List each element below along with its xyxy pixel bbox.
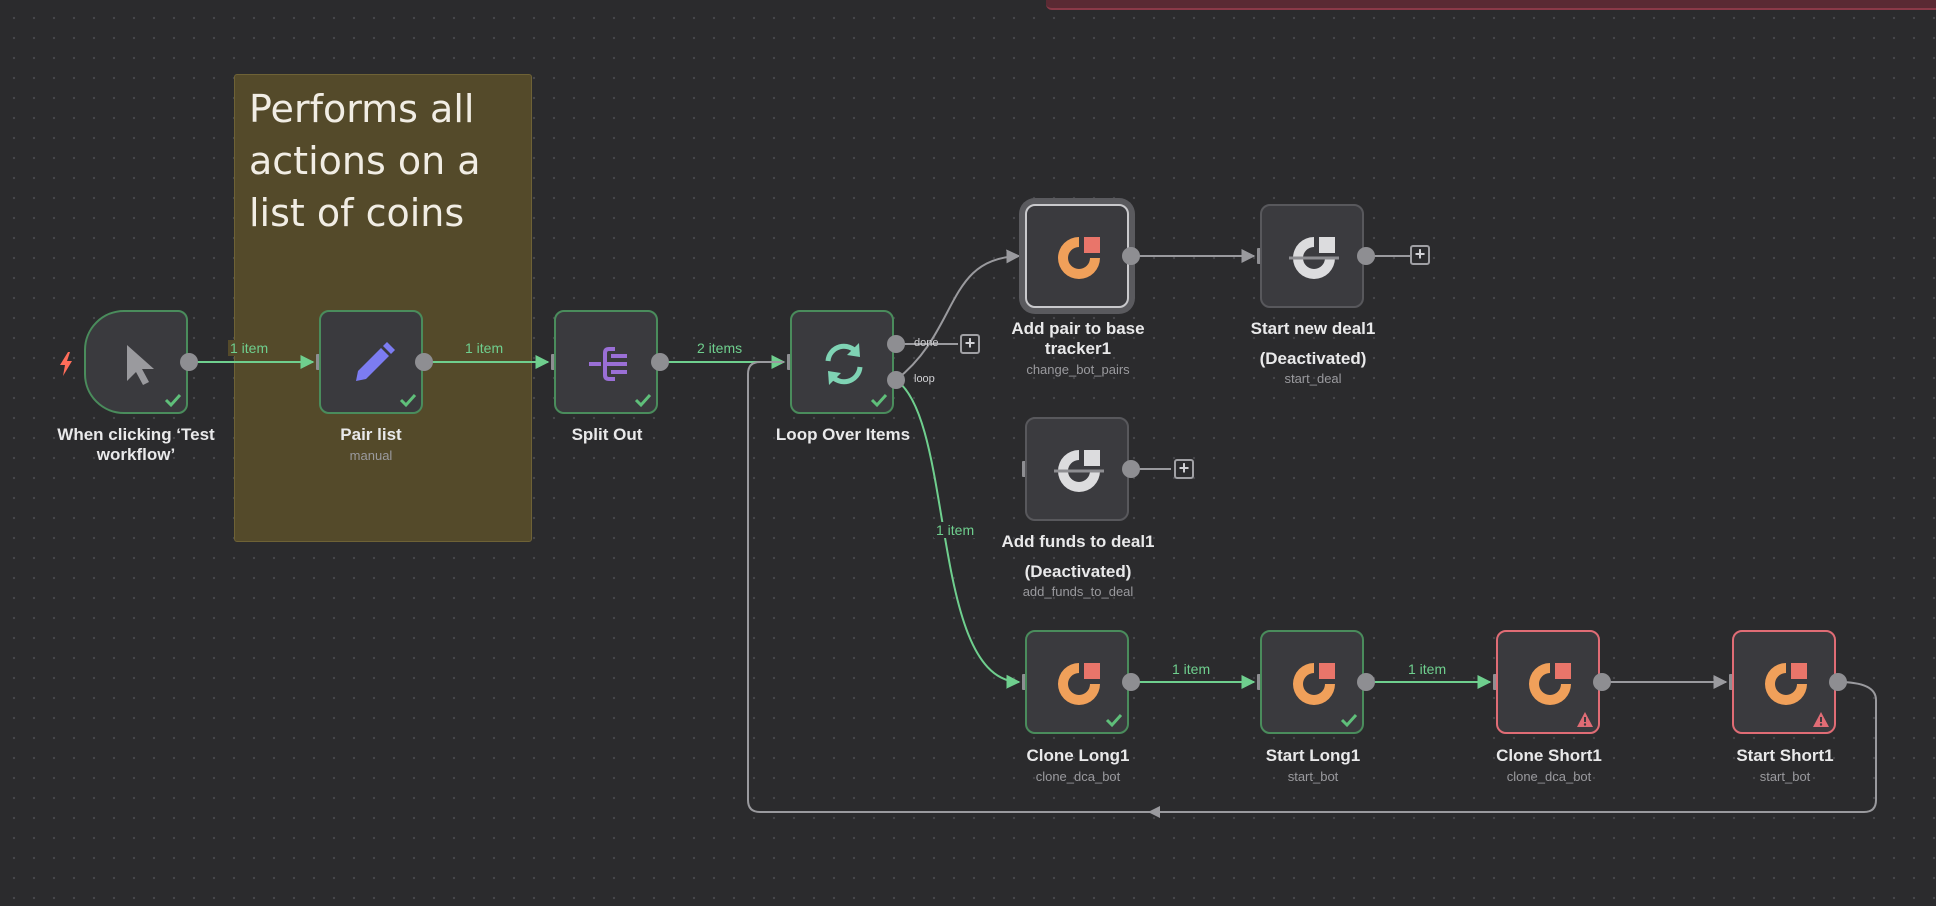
node-title: Clone Short1 bbox=[1496, 746, 1602, 765]
node-clone-short[interactable] bbox=[1496, 630, 1600, 734]
output-port[interactable] bbox=[180, 353, 198, 371]
check-icon bbox=[1340, 713, 1358, 728]
edge-loop-clonelong bbox=[895, 379, 1021, 689]
node-clone-long[interactable] bbox=[1025, 630, 1129, 734]
output-port-done[interactable] bbox=[887, 335, 905, 353]
node-trigger-label: When clicking ‘Test workflow’ bbox=[46, 425, 226, 465]
node-subtitle: start_deal bbox=[1284, 371, 1342, 386]
top-banner bbox=[1046, 0, 1936, 10]
check-icon bbox=[399, 393, 417, 408]
node-add-funds[interactable] bbox=[1025, 417, 1129, 521]
node-title-line2: tracker1 bbox=[1044, 339, 1112, 358]
node-subtitle: manual bbox=[349, 448, 393, 463]
port-label-loop: loop bbox=[914, 373, 935, 385]
3commas-icon bbox=[1058, 663, 1100, 705]
node-start-long[interactable] bbox=[1260, 630, 1364, 734]
output-port[interactable] bbox=[415, 353, 433, 371]
edge-startshort-back-to-loop bbox=[747, 361, 1877, 813]
check-icon bbox=[1105, 713, 1123, 728]
warning-icon bbox=[1813, 712, 1829, 727]
node-title: Start Long1 bbox=[1265, 746, 1361, 765]
node-title: Add pair to base bbox=[1011, 319, 1145, 338]
3commas-icon bbox=[1058, 237, 1100, 279]
sticky-note[interactable]: Performs all actions on a list of coins bbox=[234, 74, 532, 542]
output-port[interactable] bbox=[1122, 673, 1140, 691]
node-add-pair[interactable] bbox=[1025, 204, 1129, 308]
edge-label: 1 item bbox=[228, 340, 271, 356]
node-subtitle: clone_dca_bot bbox=[1506, 769, 1592, 784]
edge-label: 1 item bbox=[1406, 661, 1449, 677]
node-start-short[interactable] bbox=[1732, 630, 1836, 734]
node-trigger[interactable] bbox=[84, 310, 188, 414]
node-add-pair-label: Add pair to base tracker1 bbox=[988, 319, 1168, 359]
output-port[interactable] bbox=[1122, 247, 1140, 265]
sticky-line: actions on a bbox=[249, 139, 481, 183]
split-icon bbox=[589, 347, 627, 381]
cursor-icon bbox=[127, 345, 154, 385]
node-title: Start Short1 bbox=[1736, 746, 1834, 765]
3commas-icon bbox=[1293, 663, 1335, 705]
back-edge-arrow bbox=[1148, 806, 1160, 818]
output-port[interactable] bbox=[1593, 673, 1611, 691]
trigger-bolt-icon bbox=[60, 352, 72, 376]
check-icon bbox=[870, 393, 888, 408]
node-status-deactivated: (Deactivated) bbox=[1024, 562, 1132, 581]
node-title: Split Out bbox=[571, 425, 643, 444]
port-label-done: done bbox=[914, 337, 939, 349]
sticky-note-text: Performs all actions on a list of coins bbox=[249, 83, 519, 239]
node-title: Add funds to deal1 bbox=[1001, 532, 1155, 551]
output-port-loop[interactable] bbox=[887, 371, 905, 389]
sticky-line: Performs all bbox=[249, 87, 475, 131]
output-port[interactable] bbox=[651, 353, 669, 371]
node-subtitle: change_bot_pairs bbox=[1026, 362, 1130, 377]
edge-loop-addpair bbox=[895, 249, 1021, 381]
node-loop-over-items[interactable] bbox=[790, 310, 894, 414]
node-title: When clicking ‘Test bbox=[57, 425, 215, 444]
pencil-icon bbox=[356, 342, 395, 381]
node-title-line2: workflow’ bbox=[96, 445, 176, 464]
node-start-new-deal[interactable] bbox=[1260, 204, 1364, 308]
3commas-icon bbox=[1054, 450, 1104, 492]
edge-label: 2 items bbox=[695, 340, 745, 356]
warning-icon bbox=[1577, 712, 1593, 727]
node-status-deactivated: (Deactivated) bbox=[1259, 349, 1367, 368]
node-subtitle: clone_dca_bot bbox=[1035, 769, 1121, 784]
node-title: Loop Over Items bbox=[775, 425, 911, 444]
loop-icon bbox=[825, 343, 863, 385]
output-port[interactable] bbox=[1122, 460, 1140, 478]
node-title: Pair list bbox=[340, 425, 402, 444]
edge-label: 1 item bbox=[934, 522, 977, 538]
3commas-icon bbox=[1289, 237, 1339, 279]
add-node-button[interactable]: + bbox=[960, 334, 980, 354]
node-pair-list[interactable] bbox=[319, 310, 423, 414]
output-port[interactable] bbox=[1357, 673, 1375, 691]
node-split-out[interactable] bbox=[554, 310, 658, 414]
node-title: Start new deal1 bbox=[1250, 319, 1376, 338]
check-icon bbox=[164, 393, 182, 408]
add-node-button[interactable]: + bbox=[1410, 245, 1430, 265]
edge-label: 1 item bbox=[1170, 661, 1213, 677]
output-port[interactable] bbox=[1357, 247, 1375, 265]
3commas-icon bbox=[1765, 663, 1807, 705]
add-node-button[interactable]: + bbox=[1174, 459, 1194, 479]
node-subtitle: start_bot bbox=[1287, 769, 1339, 784]
check-icon bbox=[634, 393, 652, 408]
sticky-line: list of coins bbox=[249, 191, 465, 235]
3commas-icon bbox=[1529, 663, 1571, 705]
edge-label: 1 item bbox=[463, 340, 506, 356]
node-subtitle: start_bot bbox=[1759, 769, 1811, 784]
node-subtitle: add_funds_to_deal bbox=[1022, 584, 1134, 599]
output-port[interactable] bbox=[1829, 673, 1847, 691]
node-title: Clone Long1 bbox=[1026, 746, 1130, 765]
